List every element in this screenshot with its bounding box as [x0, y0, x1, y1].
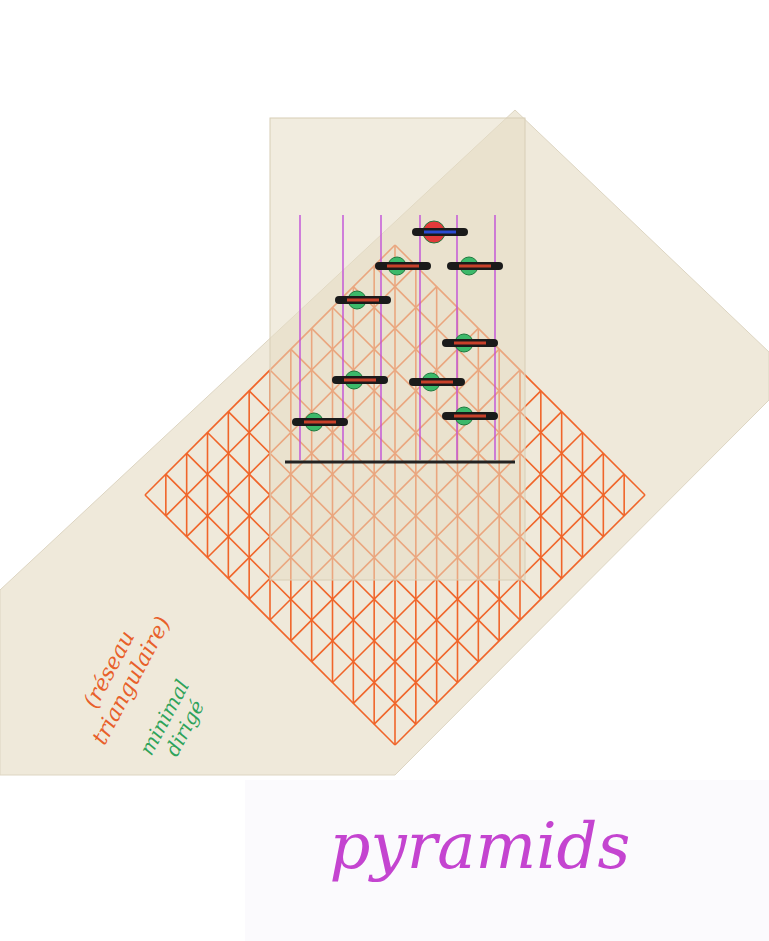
bar-core [387, 265, 419, 268]
grid-line [248, 516, 250, 558]
grid-line [478, 578, 480, 620]
grid-line [373, 599, 375, 641]
grid-line [207, 474, 209, 516]
bar [413, 378, 461, 386]
grid-line [561, 453, 563, 495]
base-line [285, 461, 515, 464]
bar [446, 339, 494, 347]
bar-marker [446, 334, 494, 352]
bar-core [424, 231, 456, 234]
bar-core [454, 342, 486, 345]
grid-line [353, 620, 355, 662]
title-patch [245, 780, 769, 941]
bar-core [304, 421, 336, 424]
rotated-sheet [0, 110, 769, 775]
bar-marker [451, 257, 499, 275]
grid-line [436, 662, 438, 704]
grid-line [457, 599, 459, 641]
grid-line [269, 578, 271, 620]
grid-line [311, 620, 313, 662]
title-word: pyramids [260, 810, 700, 884]
grid-line [540, 516, 542, 558]
grid-line [436, 620, 438, 662]
grid-line [248, 433, 250, 475]
grid-line [248, 474, 250, 516]
grid-line [540, 558, 542, 600]
grid-line [394, 662, 396, 704]
grid-line [248, 391, 250, 433]
grid-line [561, 537, 563, 579]
grid-line [311, 578, 313, 620]
grid-line [248, 558, 250, 600]
grid-line [582, 516, 584, 558]
grid-line [373, 641, 375, 683]
bar-marker [339, 291, 387, 309]
grid-line [540, 433, 542, 475]
grid-line [415, 683, 417, 725]
grid-line [186, 495, 188, 537]
grid-line [561, 495, 563, 537]
grid-line [519, 578, 521, 620]
vertical-guide [380, 215, 381, 460]
grid-line [394, 620, 396, 662]
bar-marker [416, 221, 464, 243]
bar-marker [379, 257, 427, 275]
grid-line [582, 433, 584, 475]
bar [339, 296, 387, 304]
bar [379, 262, 427, 270]
grid-line [561, 412, 563, 454]
grid-line [290, 599, 292, 641]
grid-line [603, 453, 605, 495]
bar [446, 412, 494, 420]
grid-line [623, 474, 625, 516]
grid-line [415, 641, 417, 683]
grid-line [228, 412, 230, 454]
grid-line [457, 641, 459, 683]
bar-core [421, 381, 453, 384]
grid-line [603, 495, 605, 537]
bar [451, 262, 499, 270]
grid-line [394, 703, 396, 745]
vertical-guide [419, 215, 420, 460]
grid-line [207, 516, 209, 558]
grid-line [207, 433, 209, 475]
grid-line [436, 578, 438, 620]
bar-core [347, 299, 379, 302]
grid-line [228, 537, 230, 579]
grid-line [540, 474, 542, 516]
grid-line [394, 578, 396, 620]
grid-line [332, 599, 334, 641]
vertical-guide [494, 215, 495, 460]
grid-line [478, 620, 480, 662]
bar-marker [446, 407, 494, 425]
grid-line [165, 474, 167, 516]
grid-line [540, 391, 542, 433]
grid-line [373, 683, 375, 725]
grid-line [353, 662, 355, 704]
overlay-sheet [270, 118, 525, 580]
bar-core [454, 415, 486, 418]
grid-line [332, 641, 334, 683]
grid-line [228, 453, 230, 495]
grid-line [582, 474, 584, 516]
grid-line [186, 453, 188, 495]
grid-line [498, 599, 500, 641]
grid-line [228, 495, 230, 537]
grid-line [415, 599, 417, 641]
bar [296, 418, 344, 426]
bar-marker [413, 373, 461, 391]
bar-core [344, 379, 376, 382]
bar-core [459, 265, 491, 268]
bar [416, 228, 464, 236]
bar-marker [336, 371, 384, 389]
bar [336, 376, 384, 384]
grid-line [353, 578, 355, 620]
bar-marker [296, 413, 344, 431]
